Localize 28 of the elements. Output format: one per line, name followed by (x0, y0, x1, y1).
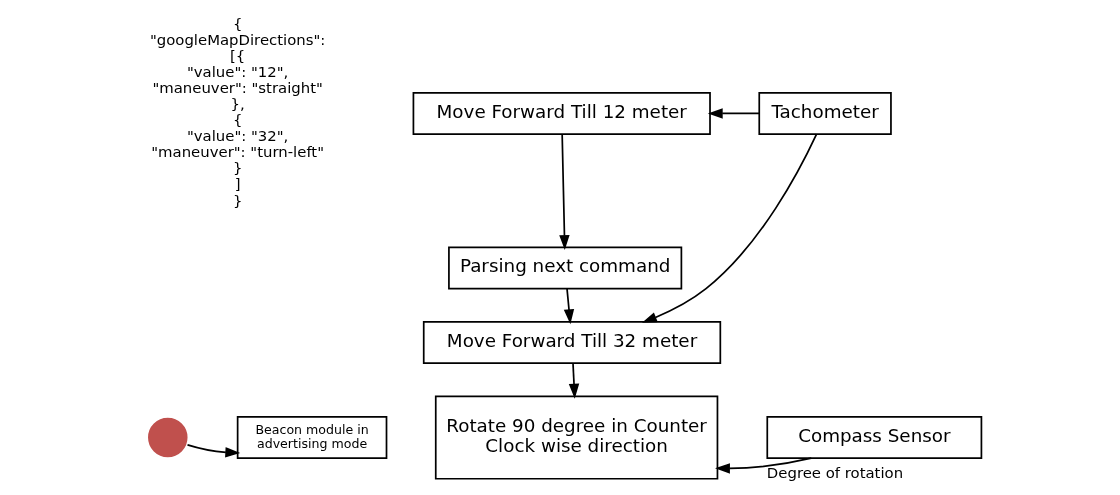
label: "googleMapDirections": (149, 31, 326, 50)
label: "maneuver": "turn-left" (151, 143, 325, 162)
label: "value": "32", (186, 127, 289, 146)
node-circle (146, 416, 190, 459)
arrow (641, 133, 818, 323)
label: ] (234, 175, 241, 194)
label: } (232, 159, 243, 178)
label: "maneuver": "straight" (152, 79, 323, 98)
node-box: Rotate 90 degree in Counter Clock wise direction (434, 395, 719, 480)
arrow (563, 288, 575, 325)
label: }, (230, 95, 245, 114)
arrow (715, 457, 813, 474)
arrow (707, 108, 761, 119)
label: { (232, 15, 243, 34)
node-box: Beacon module in advertising mode (236, 416, 388, 459)
label: [{ (230, 47, 246, 66)
arrow (568, 362, 580, 399)
node-box: Compass Sensor (766, 416, 983, 459)
node-box: Parsing next command (448, 246, 683, 290)
label: "value": "12", (186, 63, 289, 82)
node-box: Tachometer (758, 91, 892, 135)
arrow (186, 443, 241, 458)
label: } (232, 191, 243, 210)
arrow (559, 133, 570, 250)
label: { (232, 111, 243, 130)
node-box: Move Forward Till 32 meter (422, 321, 722, 364)
edge-label: Degree of rotation (766, 464, 904, 483)
node-box: Move Forward Till 12 meter (412, 91, 711, 135)
